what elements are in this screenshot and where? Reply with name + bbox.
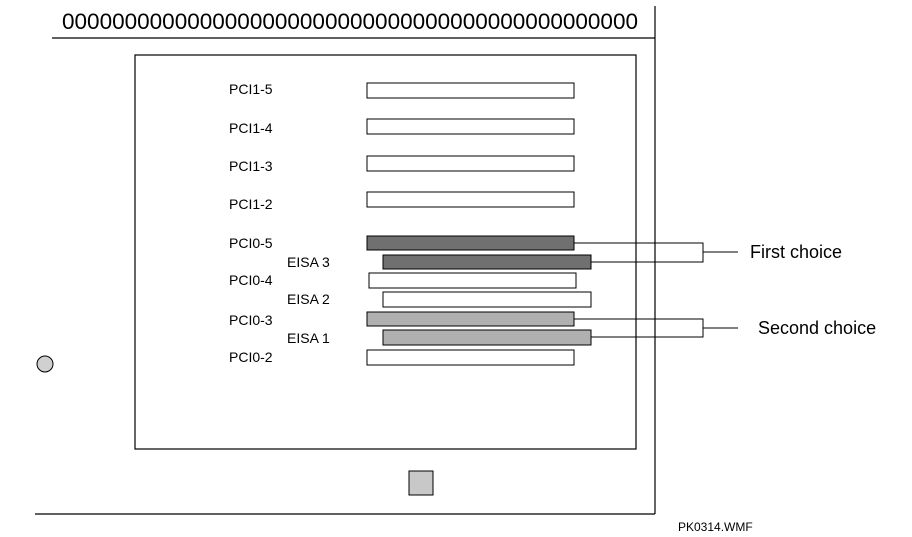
slot-eisa1 — [382, 329, 592, 346]
slot-label-eisa1: EISA 1 — [287, 330, 330, 346]
board-outline — [35, 6, 656, 515]
slot-label-pci1-5: PCI1-5 — [229, 81, 273, 97]
slot-label-pci0-2: PCI0-2 — [229, 349, 273, 365]
mounting-hole — [36, 355, 54, 373]
callout-second-choice — [574, 318, 738, 338]
slot-label-pci1-2: PCI1-2 — [229, 196, 273, 212]
slot-pci0-2 — [366, 349, 575, 366]
slot-label-eisa3: EISA 3 — [287, 254, 330, 270]
first-choice-bracket — [574, 242, 704, 263]
slot-eisa3 — [382, 254, 592, 270]
slot-label-pci0-3: PCI0-3 — [229, 312, 273, 328]
slot-pci0-3 — [366, 311, 575, 327]
second-choice-bracket — [574, 318, 704, 338]
figure-id: PK0314.WMF — [678, 520, 753, 534]
slot-labels: PCI1-5 PCI1-4 PCI1-3 PCI1-2 PCI0-5 EISA … — [229, 81, 330, 365]
slots — [366, 82, 592, 366]
card-area-frame — [134, 54, 637, 450]
callout-first-choice — [574, 242, 738, 263]
slot-pci1-3 — [366, 155, 575, 172]
edge-connector-pins: 0000000000000000000000000000000000000000… — [62, 9, 638, 34]
slot-pci0-5 — [366, 235, 575, 251]
slot-label-pci1-3: PCI1-3 — [229, 158, 273, 174]
slot-eisa2 — [382, 291, 592, 308]
slot-label-pci0-5: PCI0-5 — [229, 235, 273, 251]
slot-pci1-4 — [366, 118, 575, 135]
jumper-block — [408, 470, 434, 496]
slot-pci1-5 — [366, 82, 575, 99]
slot-pci0-4 — [368, 272, 577, 289]
slot-pci1-2 — [366, 191, 575, 208]
slot-label-pci0-4: PCI0-4 — [229, 272, 273, 288]
slot-label-eisa2: EISA 2 — [287, 291, 330, 307]
slot-label-pci1-4: PCI1-4 — [229, 120, 273, 136]
first-choice-label: First choice — [750, 242, 842, 262]
second-choice-label: Second choice — [758, 318, 876, 338]
